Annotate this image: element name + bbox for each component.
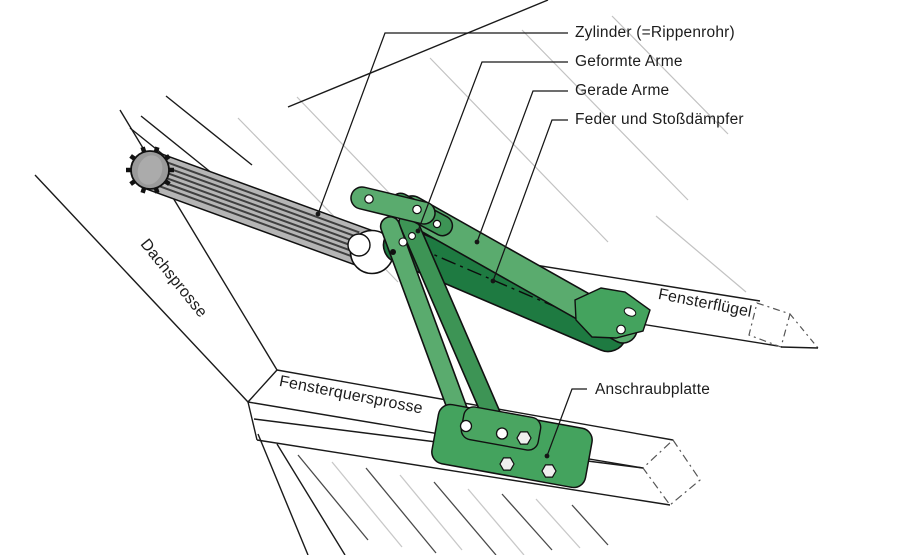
label-anschraubplatte: Anschraubplatte: [595, 381, 711, 398]
arm-end-hole: [616, 324, 626, 335]
cylinder-ribbed-tube: [126, 146, 380, 270]
bracket-slot: [623, 307, 637, 317]
tube-ribs: [154, 160, 360, 257]
dachsprosse-lower-edge: [257, 433, 309, 555]
gear-cap-face: [137, 155, 163, 185]
glass-hatching: [297, 454, 609, 555]
tube-body: [142, 151, 380, 270]
label-geformte-arme: Geformte Arme: [575, 53, 683, 70]
hinge-pin: [495, 427, 509, 440]
bar-section-outline: [748, 302, 791, 348]
label-feder-stossdaempfer: Feder und Stoßdämpfer: [575, 111, 744, 128]
roof-opening-edge: [287, 0, 549, 108]
center-axis-line: [415, 246, 601, 327]
mounting-plate: [431, 403, 593, 489]
leader-lines: [317, 32, 587, 457]
dachsprosse-left-edge: [34, 174, 249, 403]
plate-screws: [499, 431, 557, 478]
label-gerade-arme: Gerade Arme: [575, 82, 670, 99]
roof-bar-line: [140, 115, 214, 175]
pivot-holes: [364, 194, 442, 255]
roof-bar-line: [165, 95, 253, 166]
leader-dots: [315, 211, 550, 459]
fensterfluegel-bar: [509, 260, 819, 349]
dachsprosse-lower-edge: [276, 443, 346, 555]
piston-rod-end: [347, 233, 371, 257]
bar-section-outline: [642, 439, 701, 506]
label-zylinder: Zylinder (=Rippenrohr): [575, 24, 735, 41]
hinge-pin: [459, 419, 473, 433]
window-bracket: [574, 287, 651, 339]
